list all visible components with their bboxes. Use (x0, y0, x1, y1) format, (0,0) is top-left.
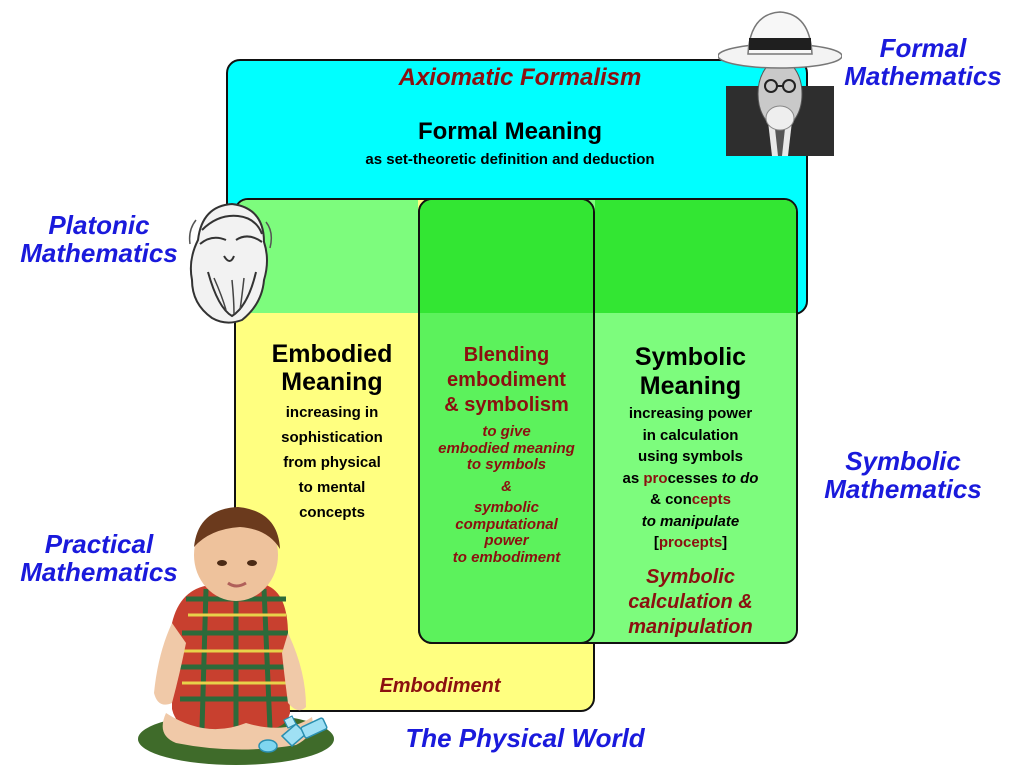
formal-mathematics-label: Formal Mathematics (826, 34, 1020, 90)
blending-heading-line: & symbolism (444, 394, 569, 416)
plato-bust-icon (188, 202, 273, 324)
blending-item: symbolic (473, 499, 540, 516)
symbolic-desc-line: increasing power (628, 405, 753, 422)
practical-mathematics-line: Practical (44, 529, 154, 559)
symbolic-concepts-line: & concepts (598, 489, 783, 511)
symbolic-processes-line: as processes to do (598, 468, 783, 490)
embodied-desc-line: sophistication (281, 429, 383, 446)
toy-blocks-icon (258, 715, 328, 753)
blending-heading-line: embodiment (447, 369, 566, 391)
embodied-desc-line: to mental (298, 479, 366, 496)
symbolic-desc-line: in calculation (642, 426, 739, 444)
formal-mathematics-line: Formal (879, 33, 967, 63)
blending-item: power (484, 532, 529, 549)
symbolic-procepts-line: [procepts] (598, 532, 783, 554)
symbolic-amp-con: & con (650, 491, 692, 508)
symbolic-footer-line: Symbolic (646, 566, 735, 588)
practical-mathematics-label: Practical Mathematics (2, 530, 196, 586)
symbolic-meaning: Symbolic Meaning increasing power in cal… (598, 343, 783, 554)
formal-meaning-sub: as set-theoretic definition and deductio… (365, 151, 655, 168)
symbolic-as: as (622, 469, 644, 487)
symbolic-bracket-close: ] (722, 534, 728, 551)
formal-meaning-heading: Formal Meaning (417, 118, 603, 145)
blending-items: to give embodied meaning to symbols & sy… (420, 423, 593, 566)
embodied-heading-1: Embodied (271, 340, 393, 368)
blending-item: & (501, 477, 512, 495)
child-photo-icon (138, 507, 334, 765)
embodied-desc-line: from physical (283, 454, 381, 471)
symbolic-footer: Symbolic calculation & manipulation (598, 565, 783, 640)
symbolic-heading-2: Meaning (639, 372, 742, 400)
blending-item: computational (455, 515, 558, 533)
blending-item: embodied meaning (438, 439, 575, 457)
symbolic-bracket-open: [ (653, 534, 659, 551)
platonic-mathematics-label: Platonic Mathematics (4, 211, 194, 267)
blending-item: to give (482, 423, 531, 440)
practical-mathematics-line: Mathematics (20, 557, 178, 587)
formal-mathematics-line: Mathematics (844, 61, 1002, 91)
symbolic-cepts: cepts (691, 491, 731, 508)
embodied-meaning: Embodied Meaning increasing in sophistic… (246, 340, 418, 525)
symbolic-to-manipulate: to manipulate (641, 512, 740, 530)
blending-formal-overlap (420, 200, 593, 313)
embodied-heading-2: Meaning (281, 368, 383, 396)
embodied-desc-line: concepts (299, 504, 365, 521)
symbolic-footer-line: manipulation (628, 616, 753, 638)
symbolic-mathematics-line: Symbolic (845, 446, 961, 476)
physical-world-label: The Physical World (405, 723, 645, 753)
symbolic-cesses: cesses (667, 469, 722, 487)
symbolic-to-do: to do (721, 469, 759, 487)
blending-heading-line: Blending (463, 344, 550, 366)
axiomatic-title: Axiomatic Formalism (398, 64, 642, 91)
blending-heading: Blending embodiment & symbolism (420, 343, 593, 418)
formal-mathematician-portrait-icon (718, 11, 842, 156)
symbolic-footer-line: calculation & (628, 591, 753, 613)
symbolic-heading-1: Symbolic (634, 343, 747, 371)
blending-item: to embodiment (452, 548, 561, 566)
platonic-mathematics-line: Mathematics (20, 238, 178, 268)
symbolic-mathematics-label: Symbolic Mathematics (806, 447, 1000, 503)
symbolic-formal-overlap (595, 200, 796, 313)
embodiment-footer: Embodiment (379, 675, 501, 697)
blending-item: to symbols (466, 456, 547, 473)
symbolic-pro: pro (643, 469, 668, 487)
symbolic-mathematics-line: Mathematics (824, 474, 982, 504)
platonic-mathematics-line: Platonic (48, 210, 150, 240)
symbolic-procepts: procepts (658, 534, 723, 551)
symbolic-desc-line: using symbols (637, 448, 744, 465)
embodied-desc-line: increasing in (285, 404, 379, 421)
